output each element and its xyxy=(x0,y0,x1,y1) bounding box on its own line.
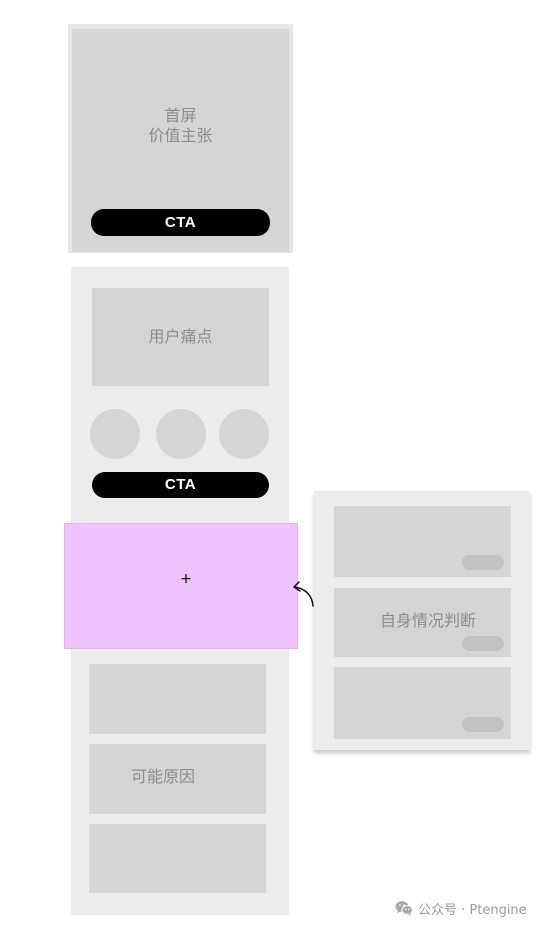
self-assessment-label: 自身情况判断 xyxy=(379,611,476,630)
hero-title-line2: 价值主张 xyxy=(148,126,213,145)
circle-placeholder-3 xyxy=(219,409,269,459)
circle-placeholder-2 xyxy=(156,409,206,459)
cause-block-3 xyxy=(89,824,266,893)
cause-block-2 xyxy=(89,744,266,814)
pill-placeholder-2 xyxy=(462,636,504,651)
pain-points-block xyxy=(92,288,269,386)
possible-causes-label: 可能原因 xyxy=(130,767,195,786)
circle-placeholder-1 xyxy=(90,409,140,459)
cause-block-1 xyxy=(89,664,266,734)
hero-title: 首屏 价值主张 xyxy=(72,106,289,146)
pill-placeholder-1 xyxy=(462,555,504,570)
mid-cta-button[interactable]: CTA xyxy=(92,472,269,498)
hero-title-line1: 首屏 xyxy=(164,106,197,125)
watermark: 公众号 · Ptengine xyxy=(395,898,527,918)
curved-arrow-icon xyxy=(293,581,314,607)
wechat-icon xyxy=(395,901,413,916)
pill-placeholder-3 xyxy=(462,717,504,732)
hero-cta-button[interactable]: CTA xyxy=(91,209,270,236)
watermark-text: 公众号 · Ptengine xyxy=(418,902,527,918)
pain-points-label: 用户痛点 xyxy=(148,327,213,346)
plus-icon: + xyxy=(180,571,192,587)
insert-placeholder[interactable] xyxy=(64,523,298,649)
